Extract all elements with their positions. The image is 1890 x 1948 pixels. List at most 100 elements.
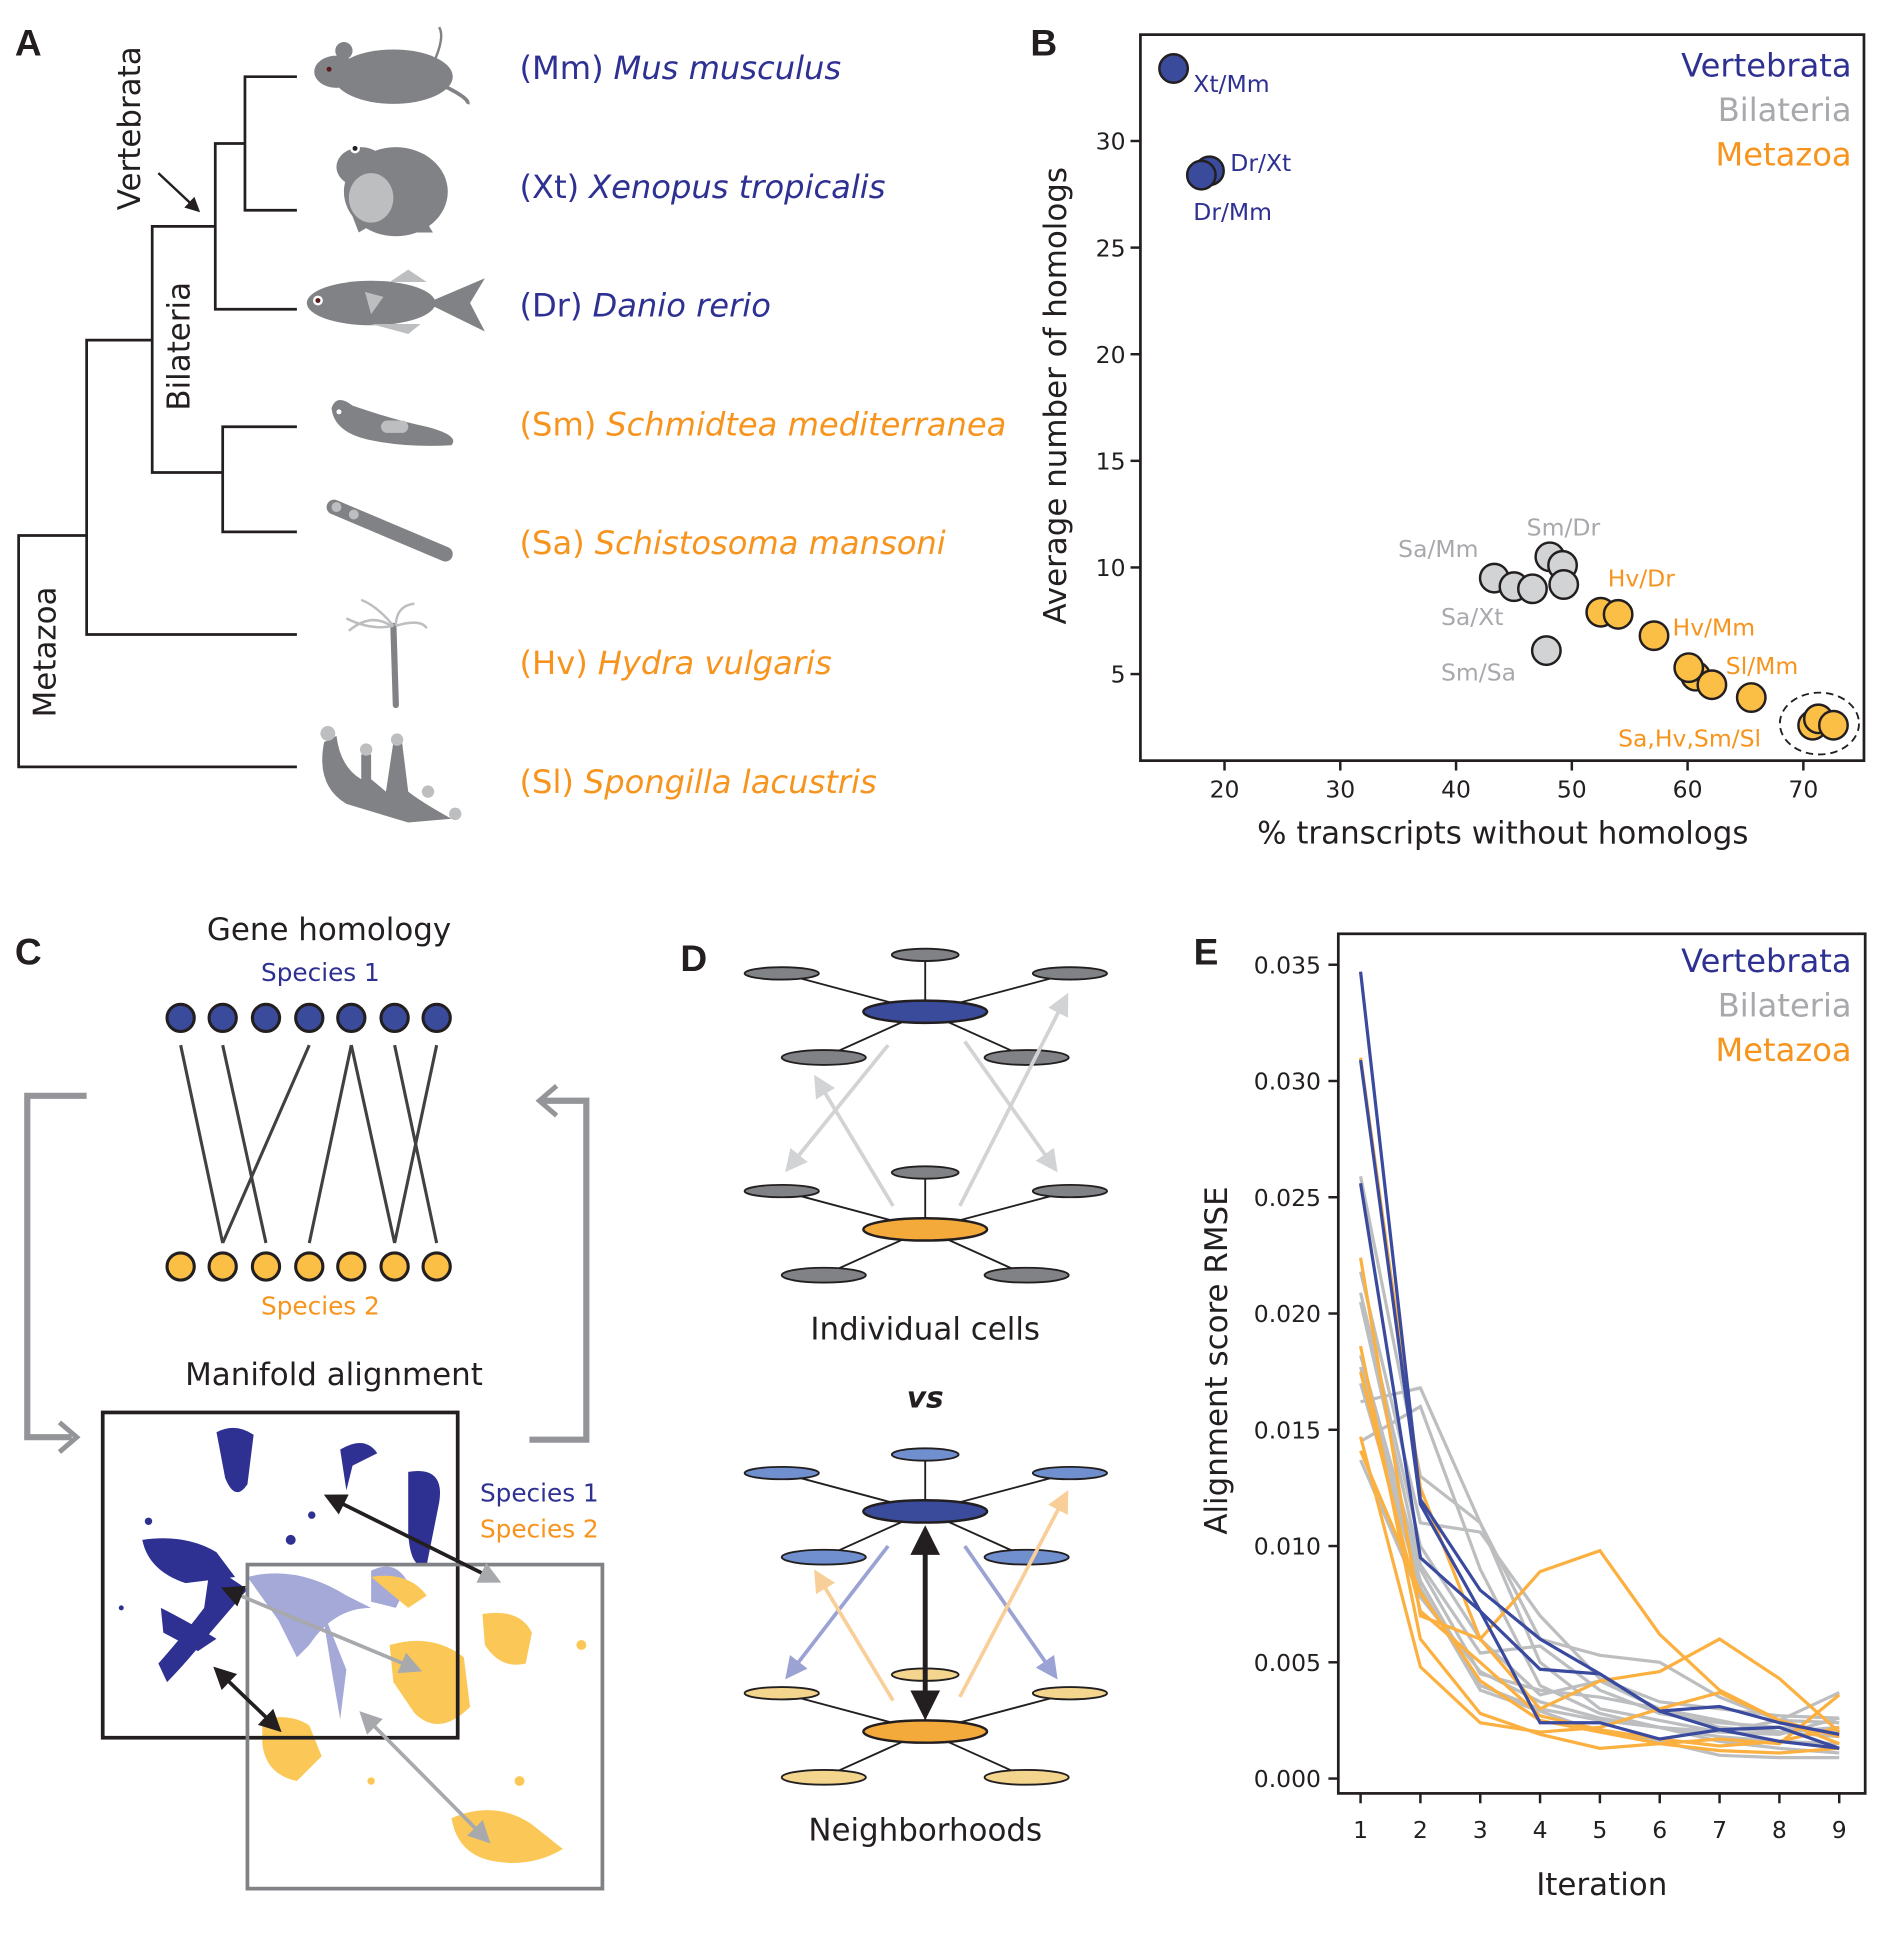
species2-gene-node: [165, 1251, 196, 1282]
manifold-alignment-title: Manifold alignment: [185, 1357, 483, 1393]
homology-edge: [221, 1044, 311, 1244]
species1-gene-node: [421, 1002, 452, 1034]
species-abbreviation: (Sm): [520, 405, 597, 443]
series-line-metazoa: [1359, 1371, 1840, 1748]
x-tick-label: 5: [1592, 1816, 1607, 1844]
vs-label: vs: [907, 1380, 944, 1415]
y-tick-label: 15: [1096, 447, 1126, 475]
point-label: Hv/Mm: [1673, 614, 1756, 642]
center-cell-node: [862, 1499, 989, 1524]
homology-edge: [349, 1044, 397, 1244]
series-line-bilateria: [1358, 1176, 1840, 1723]
series-line-bilateria: [1359, 1301, 1840, 1734]
species1-gene-node: [207, 1002, 238, 1034]
x-tick-label: 8: [1772, 1816, 1787, 1844]
species2-gene-node: [250, 1251, 282, 1282]
species-label: (Sm)Schmidtea mediterranea: [520, 405, 1007, 443]
mapping-arrow: [814, 1569, 895, 1702]
species1-gene-node: [250, 1002, 282, 1034]
cell-node: [1031, 1465, 1108, 1481]
panel-label-d: D: [680, 937, 707, 979]
cell-node: [890, 947, 960, 962]
plot-frame: [1336, 932, 1867, 1795]
y-tick-label: 20: [1096, 341, 1126, 369]
species2-gene-node: [294, 1251, 325, 1282]
legend-metazoa: Metazoa: [1716, 1031, 1852, 1069]
cell-networks: [743, 947, 1108, 1786]
series-line-metazoa: [1359, 1450, 1840, 1755]
cell-node: [743, 1686, 820, 1701]
cell-node: [1031, 1183, 1108, 1199]
species1-cells: [118, 1427, 441, 1683]
x-tick-label: 2: [1413, 1816, 1428, 1844]
point-label: Sl/Mm: [1726, 652, 1798, 680]
point-label: Dr/Mm: [1193, 198, 1272, 226]
cell-node: [1031, 966, 1108, 981]
point-label: Hv/Dr: [1608, 565, 1676, 593]
arrowhead-icon: [57, 1420, 81, 1454]
center-cell-node: [862, 1719, 989, 1744]
cell-node: [743, 1183, 820, 1199]
x-axis-title: Iteration: [1536, 1867, 1667, 1903]
species1-gene-node: [336, 1002, 367, 1034]
hydra-icon: [345, 598, 428, 709]
x-tick-label: 70: [1788, 776, 1818, 804]
gene-homology-title: Gene homology: [207, 912, 451, 948]
cell-node: [743, 966, 820, 981]
panel-c: C Gene homology Species 1 Species 2 Mani…: [15, 912, 605, 1891]
panel-label-a: A: [15, 22, 42, 64]
correspondence-arrow: [323, 1494, 502, 1583]
species-abbreviation: (Xt): [520, 168, 580, 206]
cell-node: [1031, 1686, 1108, 1701]
mapping-arrow: [785, 1043, 890, 1173]
series-line-bilateria: [1359, 1459, 1840, 1736]
correspondence-arrow: [359, 1711, 491, 1844]
highlight-ellipse: [1778, 691, 1860, 756]
series-line-bilateria: [1359, 1404, 1840, 1746]
point-label: Sa,Hv,Sm/Sl: [1618, 725, 1761, 753]
y-tick-label: 30: [1096, 128, 1126, 156]
series-line-vertebrata: [1358, 1183, 1840, 1750]
planarian-icon: [331, 400, 454, 446]
panel-label-e: E: [1194, 931, 1219, 973]
neighborhoods-label: Neighborhoods: [808, 1812, 1042, 1848]
species-label: (Xt)Xenopus tropicalis: [520, 168, 886, 206]
cell-node: [983, 1768, 1070, 1786]
vertebrata-arrow: [157, 172, 201, 213]
y-axis-title: Alignment score RMSE: [1199, 1186, 1235, 1534]
y-axis-title: Average number of homologs: [1038, 167, 1074, 625]
species-name: Xenopus tropicalis: [587, 168, 886, 206]
y-tick-label: 0.005: [1254, 1649, 1321, 1677]
panel-a: A Vertebrata Bilateria Metazoa: [15, 22, 1006, 823]
legend-vertebrata: Vertebrata: [1681, 942, 1851, 980]
sponge-icon: [320, 726, 462, 823]
x-tick-label: 30: [1325, 776, 1355, 804]
species2-gene-node: [336, 1251, 367, 1282]
y-tick-label: 25: [1096, 234, 1126, 262]
clade-label-bilateria: Bilateria: [161, 282, 197, 411]
fish-icon: [306, 269, 485, 334]
panel-d: D Individual cells vs Neighborhoods: [680, 937, 1108, 1848]
cell-node: [780, 1049, 867, 1066]
series-line-metazoa: [1358, 1057, 1840, 1739]
y-tick-label: 0.030: [1254, 1068, 1321, 1096]
species-label: (Dr)Danio rerio: [520, 287, 771, 325]
homology-edge: [393, 1044, 439, 1244]
species-name: Spongilla lacustris: [584, 763, 877, 801]
schistosome-icon: [326, 499, 453, 562]
x-tick-label: 9: [1832, 1816, 1847, 1844]
species-label: (Sl)Spongilla lacustris: [520, 763, 877, 801]
point-label: Sm/Sa: [1441, 658, 1516, 686]
species-name: Danio rerio: [592, 287, 770, 325]
embedding-legend-species2: Species 2: [480, 1514, 599, 1543]
species-abbreviation: (Sa): [520, 524, 585, 562]
plot-frame: [1139, 33, 1866, 763]
species1-gene-node: [379, 1002, 410, 1034]
y-tick-label: 5: [1111, 661, 1126, 689]
species2-gene-node: [421, 1251, 452, 1282]
cell-node: [780, 1768, 867, 1786]
cell-node: [983, 1049, 1070, 1066]
embedding-legend-species1: Species 1: [480, 1479, 599, 1508]
